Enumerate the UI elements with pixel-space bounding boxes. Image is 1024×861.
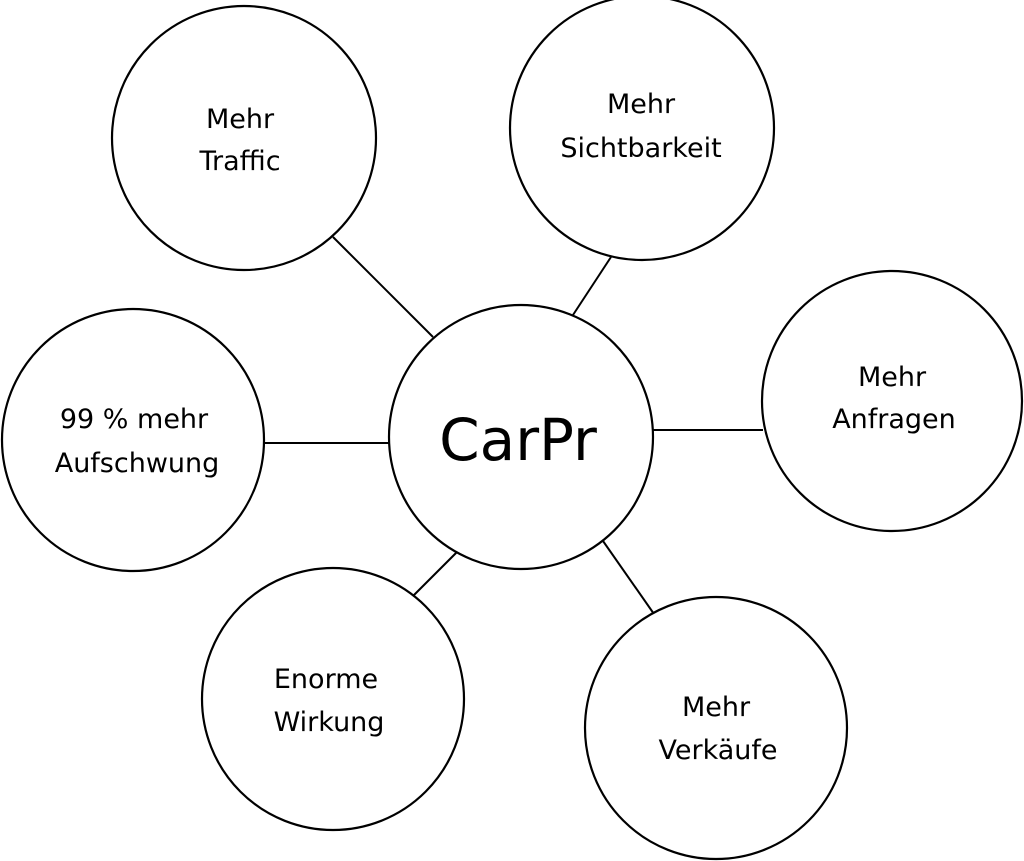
connector-sichtbarkeit xyxy=(570,256,612,319)
node-enorme-wirkung-line-2: Wirkung xyxy=(274,707,385,738)
node-mehr-anfragen-line-1: Mehr xyxy=(858,362,927,393)
connector-wirkung xyxy=(410,550,459,599)
node-mehr-traffic-circle xyxy=(110,4,378,272)
center-node: CarPr xyxy=(387,303,655,571)
node-enorme-wirkung-line-1: Enorme xyxy=(274,664,378,695)
center-node-label: CarPr xyxy=(439,406,597,474)
node-mehr-verkaeufe-circle xyxy=(583,595,849,861)
node-mehr-anfragen-circle xyxy=(760,269,1024,533)
node-mehr-verkaeufe-line-2: Verkäufe xyxy=(658,735,777,766)
node-mehr-sichtbarkeit: Mehr Sichtbarkeit xyxy=(508,0,776,262)
node-mehr-verkaeufe-line-1: Mehr xyxy=(682,692,751,723)
node-mehr-aufschwung: 99 % mehr Aufschwung xyxy=(0,307,266,573)
center-node-circle xyxy=(387,303,655,571)
node-mehr-sichtbarkeit-line-2: Sichtbarkeit xyxy=(560,133,721,164)
node-mehr-aufschwung-circle xyxy=(0,307,266,573)
node-mehr-sichtbarkeit-line-1: Mehr xyxy=(607,89,676,120)
node-mehr-traffic-line-2: Traffic xyxy=(198,146,280,177)
node-enorme-wirkung-circle xyxy=(200,566,466,832)
node-mehr-verkaeufe: Mehr Verkäufe xyxy=(583,595,849,861)
node-mehr-traffic: Mehr Traffic xyxy=(110,4,378,272)
node-mehr-anfragen: Mehr Anfragen xyxy=(760,269,1024,533)
node-enorme-wirkung: Enorme Wirkung xyxy=(200,566,466,832)
connector-verkaeufe xyxy=(602,540,655,615)
connector-traffic xyxy=(332,236,434,338)
node-mehr-traffic-line-1: Mehr xyxy=(206,104,275,135)
node-mehr-aufschwung-line-1: 99 % mehr xyxy=(60,404,209,435)
node-mehr-anfragen-line-2: Anfragen xyxy=(832,404,956,435)
node-mehr-aufschwung-line-2: Aufschwung xyxy=(55,448,220,479)
node-mehr-sichtbarkeit-circle xyxy=(508,0,776,262)
